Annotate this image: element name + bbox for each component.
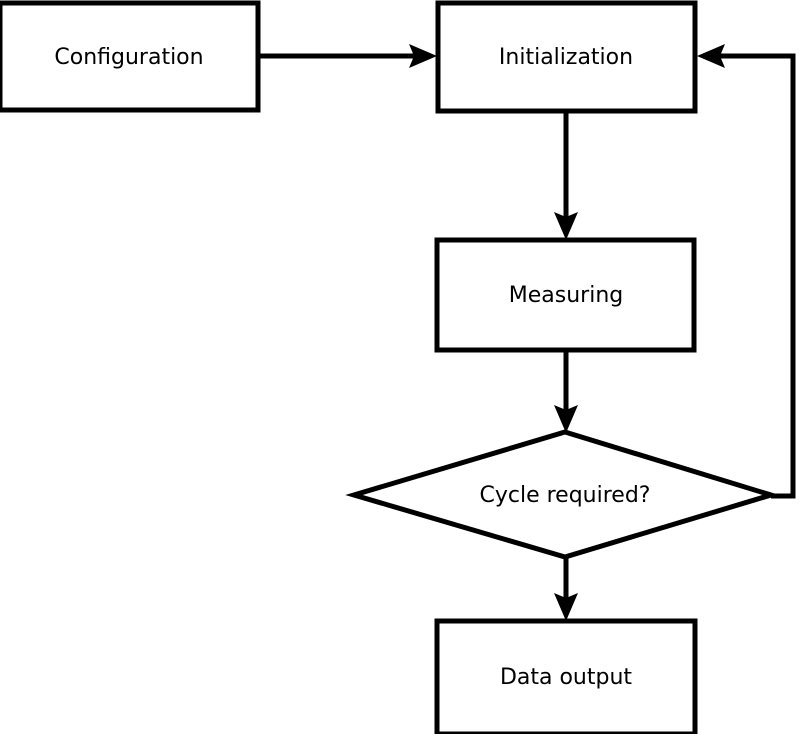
node-data-output[interactable]: Data output bbox=[434, 618, 698, 734]
edge-measuring-to-cycle-required bbox=[554, 350, 578, 433]
edge-cycle-required-to-data-output bbox=[554, 557, 578, 621]
node-cycle-required-shape[interactable] bbox=[345, 429, 780, 560]
node-configuration[interactable]: Configuration bbox=[0, 0, 261, 113]
node-measuring-label: Measuring bbox=[509, 283, 623, 308]
edge-configuration-to-initialization bbox=[258, 44, 437, 68]
node-measuring[interactable]: Measuring bbox=[434, 237, 697, 353]
arrowhead-down-icon bbox=[554, 593, 578, 621]
node-configuration-label: Configuration bbox=[54, 45, 203, 70]
arrowhead-down-icon bbox=[554, 212, 578, 240]
edge-line-feedback bbox=[712, 53, 796, 499]
arrowhead-right-icon bbox=[409, 44, 437, 68]
node-cycle-required-label: Cycle required? bbox=[480, 483, 651, 508]
node-measuring-shape[interactable] bbox=[434, 237, 697, 353]
edge-cycle-required-to-initialization bbox=[697, 44, 796, 499]
node-cycle-required[interactable]: Cycle required? bbox=[345, 429, 780, 560]
node-configuration-shape[interactable] bbox=[0, 0, 261, 113]
node-initialization[interactable]: Initialization bbox=[435, 0, 698, 114]
edge-initialization-to-measuring bbox=[554, 111, 578, 240]
node-initialization-shape[interactable] bbox=[435, 0, 698, 114]
arrowhead-left-icon bbox=[697, 44, 725, 68]
arrowhead-down-icon bbox=[554, 405, 578, 433]
node-data-output-shape[interactable] bbox=[434, 618, 698, 734]
node-data-output-label: Data output bbox=[500, 665, 632, 690]
node-initialization-label: Initialization bbox=[499, 45, 633, 70]
